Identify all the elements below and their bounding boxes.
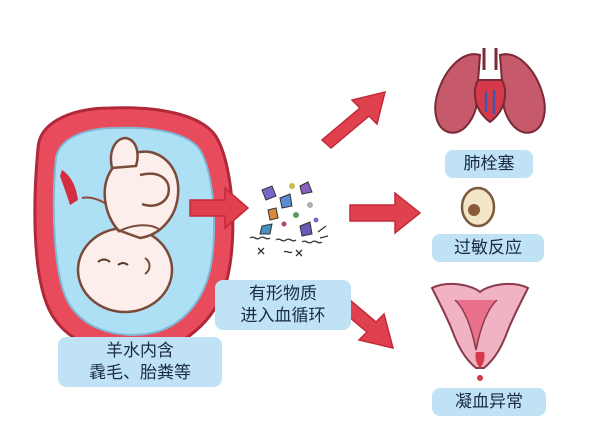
egg-cell-icon (462, 188, 494, 226)
particles-cluster-illustration (250, 182, 328, 256)
middle-label: 有形物质 进入血循环 (215, 280, 351, 330)
outcome-label-text: 肺栓塞 (453, 153, 525, 175)
arrow-to-allergy (350, 193, 420, 233)
source-label-line2: 毳毛、胎粪等 (66, 362, 214, 384)
middle-label-line1: 有形物质 (223, 283, 343, 305)
source-label-line1: 羊水内含 (66, 340, 214, 362)
lungs-heart-icon (435, 48, 545, 133)
middle-label-line2: 进入血循环 (223, 305, 343, 327)
source-label: 羊水内含 毳毛、胎粪等 (58, 337, 222, 387)
outcome-label-text: 过敏反应 (440, 237, 536, 259)
outcome-label-pulmonary-embolism: 肺栓塞 (445, 150, 533, 178)
arrow-to-lungs (322, 92, 385, 148)
uterus-icon (432, 284, 528, 381)
outcome-label-text: 凝血异常 (440, 391, 538, 413)
outcome-label-allergic-reaction: 过敏反应 (432, 234, 544, 262)
outcome-label-coagulation-abnormality: 凝血异常 (432, 388, 546, 416)
uterus-with-fetus-illustration (35, 108, 233, 354)
